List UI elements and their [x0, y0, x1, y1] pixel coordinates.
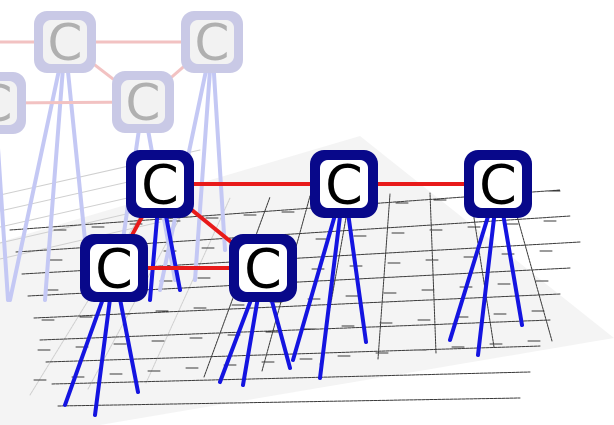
cluster-node: C — [464, 150, 532, 218]
faded-cluster-node: C — [181, 11, 243, 73]
cluster-node-label: C — [95, 238, 133, 301]
faded-cluster-edges — [0, 40, 214, 105]
faded-cluster-node: C — [0, 72, 26, 134]
faded-projection-line — [0, 148, 10, 302]
cluster-node: C — [310, 150, 378, 218]
faded-projection-line — [63, 40, 87, 242]
svg-text:C: C — [48, 14, 83, 72]
svg-text:C: C — [0, 75, 12, 133]
cluster-node-label: C — [479, 154, 517, 217]
cluster-node-label: C — [325, 154, 363, 217]
grid-line — [57, 397, 521, 407]
svg-text:C: C — [195, 14, 230, 72]
cluster-node-label: C — [141, 154, 179, 217]
grid-line — [377, 193, 391, 360]
faded-projection-line — [43, 40, 67, 302]
cluster-node: C — [229, 234, 297, 302]
faded-projection-line — [193, 40, 214, 282]
svg-text:C: C — [126, 74, 161, 132]
cluster-node: C — [126, 150, 194, 218]
cluster-node: C — [80, 234, 148, 302]
grid-line — [39, 319, 551, 341]
faded-projection-line — [8, 40, 67, 302]
grid-line — [51, 371, 531, 385]
faded-projection-line — [210, 40, 227, 252]
faded-cluster-node: C — [34, 11, 96, 73]
grid-line — [469, 191, 495, 348]
grid-line — [0, 221, 161, 260]
grid-line — [429, 192, 437, 354]
cluster-node-label: C — [244, 238, 282, 301]
faded-cluster-node: C — [112, 71, 174, 133]
